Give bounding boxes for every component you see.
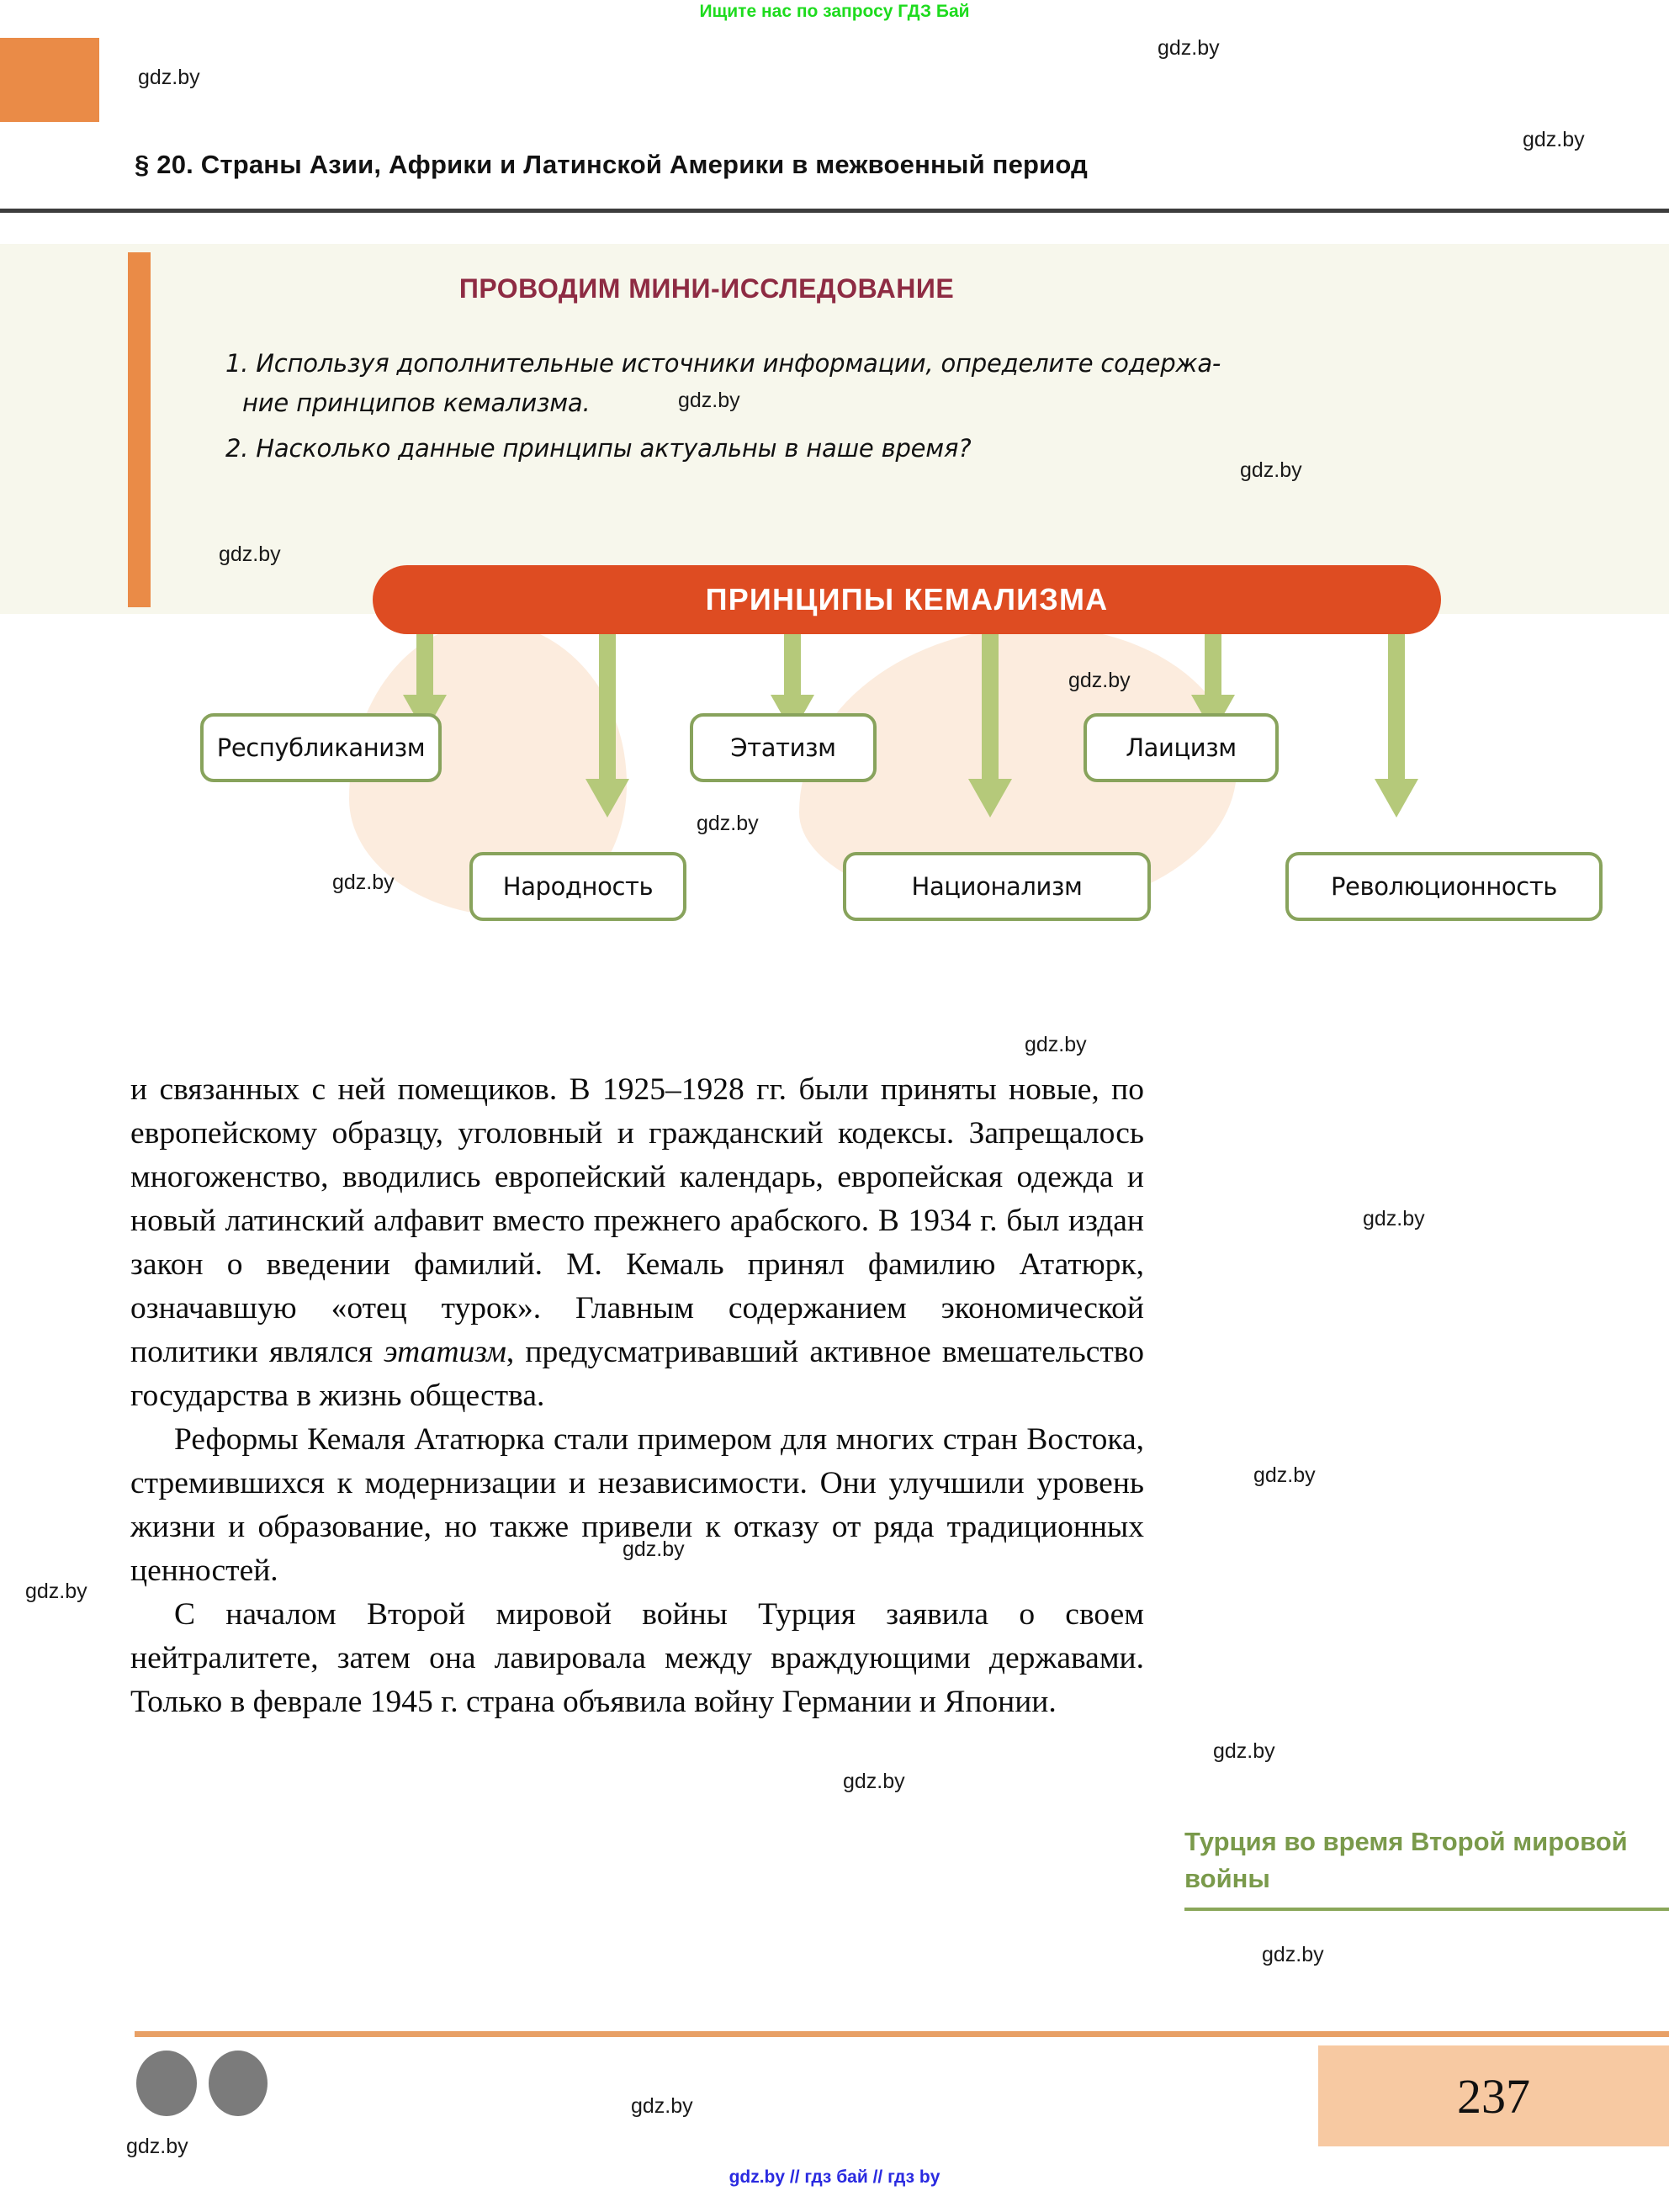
watermark-15: gdz.by bbox=[1213, 1739, 1275, 1763]
arrow-stem-1 bbox=[416, 634, 433, 698]
paragraph-2: Реформы Кемаля Ататюрка стали примером д… bbox=[130, 1422, 1144, 1588]
node-label: Этатизм bbox=[730, 733, 836, 762]
watermark-14: gdz.by bbox=[25, 1580, 87, 1603]
footer-dot-1 bbox=[136, 2051, 197, 2116]
watermark-17: gdz.by bbox=[1262, 1943, 1324, 1966]
watermark-16: gdz.by bbox=[843, 1770, 905, 1793]
footer-divider bbox=[135, 2031, 1669, 2037]
node-label: Народность bbox=[502, 872, 654, 901]
panel-title: ПРОВОДИМ МИНИ-ИССЛЕДОВАНИЕ bbox=[458, 273, 955, 304]
diagram-root-label: ПРИНЦИПЫ КЕМАЛИЗМА bbox=[705, 582, 1109, 617]
watermark-19: gdz.by bbox=[126, 2135, 188, 2158]
watermark-4: gdz.by bbox=[678, 389, 740, 412]
watermark-5: gdz.by bbox=[1240, 458, 1302, 482]
header-divider bbox=[0, 209, 1669, 213]
watermark-18: gdz.by bbox=[631, 2094, 693, 2118]
page-number: 237 bbox=[1457, 2068, 1530, 2124]
footer-dot-2 bbox=[209, 2051, 268, 2116]
footer-link[interactable]: gdz.by // гдз бай // гдз by bbox=[729, 2167, 940, 2187]
watermark-12: gdz.by bbox=[1253, 1463, 1316, 1487]
mini-research-panel bbox=[0, 244, 1669, 614]
arrow-head-6 bbox=[1375, 779, 1418, 818]
panel-accent-bar bbox=[128, 252, 151, 607]
italic-term: этатизм bbox=[384, 1335, 506, 1369]
node-label: Революционность bbox=[1330, 872, 1558, 901]
paragraph-1-head: и связанных с ней помещиков. В 1925–1928… bbox=[130, 1072, 1144, 1369]
page-number-block: 237 bbox=[1318, 2045, 1669, 2146]
diagram-node-narodnost: Народность bbox=[469, 852, 686, 921]
research-question-2: 2. Насколько данные принципы актуальны в… bbox=[225, 434, 972, 463]
sidebar-divider bbox=[1184, 1908, 1669, 1911]
watermark-10: gdz.by bbox=[1025, 1033, 1087, 1056]
arrow-head-4 bbox=[968, 779, 1012, 818]
node-label: Лаицизм bbox=[1126, 733, 1237, 762]
watermark-2: gdz.by bbox=[138, 66, 200, 89]
diagram-root-node: ПРИНЦИПЫ КЕМАЛИЗМА bbox=[373, 565, 1441, 634]
watermark-3: gdz.by bbox=[1523, 128, 1585, 151]
watermark-13: gdz.by bbox=[623, 1537, 685, 1561]
watermark-6: gdz.by bbox=[219, 542, 281, 566]
arrow-stem-5 bbox=[1205, 634, 1221, 698]
research-question-1-line2: ние принципов кемализма. bbox=[242, 389, 591, 417]
watermark-7: gdz.by bbox=[1068, 669, 1131, 692]
watermark-9: gdz.by bbox=[332, 871, 395, 894]
diagram-node-laicism: Лаицизм bbox=[1084, 713, 1279, 782]
paragraph-1: и связанных с ней помещиков. В 1925–1928… bbox=[130, 1068, 1144, 1418]
arrow-stem-4 bbox=[982, 634, 999, 782]
node-label: Республиканизм bbox=[216, 733, 426, 762]
diagram-node-nationalism: Национализм bbox=[843, 852, 1151, 921]
arrow-stem-3 bbox=[784, 634, 801, 698]
diagram-node-etatism: Этатизм bbox=[690, 713, 877, 782]
watermark-1: gdz.by bbox=[1158, 36, 1220, 60]
paragraph-1-tail: , предусматривавший активное вмешательст… bbox=[130, 1335, 1144, 1413]
arrow-stem-6 bbox=[1388, 634, 1405, 782]
sidebar-heading: Турция во время Второй мировой войны bbox=[1184, 1827, 1628, 1893]
page-title: § 20. Страны Азии, Африки и Латинской Ам… bbox=[135, 150, 1089, 179]
research-question-1-line1: 1. Используя дополнительные источники ин… bbox=[225, 349, 1221, 378]
arrow-stem-2 bbox=[599, 634, 616, 782]
watermark-8: gdz.by bbox=[697, 812, 759, 835]
diagram-node-republicanism: Республиканизм bbox=[200, 713, 442, 782]
node-label: Национализм bbox=[911, 872, 1083, 901]
arrow-head-2 bbox=[585, 779, 629, 818]
header-accent-block bbox=[0, 38, 99, 122]
article-body: и связанных с ней помещиков. В 1925–1928… bbox=[130, 1068, 1144, 1724]
paragraph-3: С началом Второй мировой войны Турция за… bbox=[130, 1597, 1144, 1719]
diagram-node-revolutionism: Революционность bbox=[1285, 852, 1603, 921]
promo-banner: Ищите нас по запросу ГДЗ Бай bbox=[699, 2, 970, 21]
watermark-11: gdz.by bbox=[1363, 1207, 1425, 1230]
